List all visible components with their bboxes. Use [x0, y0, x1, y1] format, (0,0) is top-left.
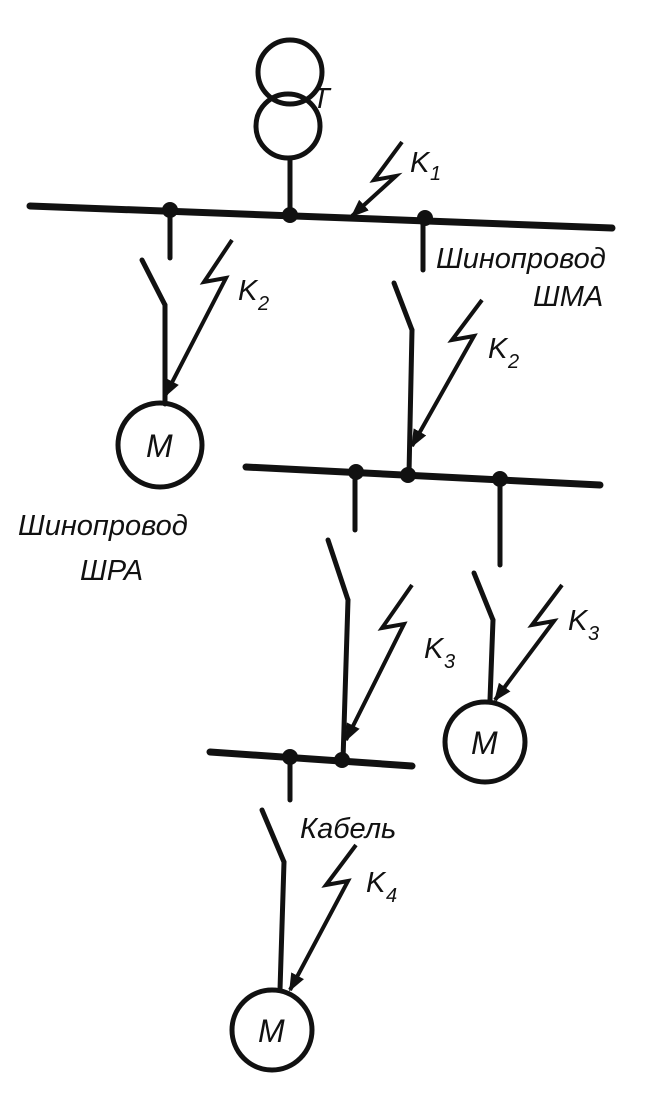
branch-to-bus2: K 2	[391, 215, 519, 477]
shma-label-2: ШМА	[533, 281, 603, 313]
junction-dot	[334, 752, 350, 768]
svg-text:2: 2	[507, 351, 519, 373]
switch-blade	[391, 280, 415, 333]
svg-text:K: K	[366, 867, 387, 899]
cable-busbar	[206, 748, 416, 770]
svg-text:M: M	[258, 1013, 285, 1049]
svg-text:4: 4	[386, 885, 397, 907]
main-busbar	[26, 202, 616, 232]
svg-text:K: K	[238, 275, 259, 307]
fault-k3-right	[493, 583, 564, 702]
svg-text:2: 2	[257, 293, 269, 315]
branch-shra: M K 2	[115, 207, 269, 490]
shra-label-2: ШРА	[80, 555, 143, 587]
svg-text:3: 3	[444, 651, 455, 673]
svg-text:K: K	[424, 633, 445, 665]
svg-text:1: 1	[430, 163, 441, 185]
switch-blade	[325, 537, 351, 603]
junction-dot	[282, 207, 298, 223]
junction-dot	[400, 467, 416, 483]
svg-text:M: M	[471, 725, 498, 761]
transformer: T	[253, 37, 332, 217]
shra-label-1: Шинопровод	[18, 510, 188, 542]
svg-text:M: M	[146, 428, 173, 464]
distribution-busbar	[242, 463, 604, 489]
switch-blade	[259, 807, 287, 865]
transformer-primary-winding	[255, 37, 325, 107]
fault-k2-right	[410, 298, 484, 448]
fault-k3-left	[344, 583, 414, 742]
svg-text:K: K	[488, 333, 509, 365]
branch-motor-3: M K 4	[229, 754, 397, 1073]
svg-text:K: K	[568, 605, 589, 637]
switch-blade	[139, 257, 168, 308]
fault-k2-left	[163, 238, 234, 398]
switch-blade	[471, 570, 496, 623]
fault-k4	[288, 843, 358, 992]
motor	[229, 987, 315, 1073]
transformer-label: T	[312, 83, 332, 115]
cable-label: Кабель	[300, 813, 396, 845]
branch-to-bus3: K 3	[325, 469, 455, 763]
motor	[442, 699, 528, 785]
branch-motor-2: M K 3	[442, 476, 599, 785]
svg-text:K: K	[410, 147, 431, 179]
svg-text:3: 3	[588, 623, 599, 645]
motor	[115, 400, 205, 490]
shma-label-1: Шинопровод	[436, 243, 606, 275]
fault-k1: K 1	[350, 140, 441, 218]
